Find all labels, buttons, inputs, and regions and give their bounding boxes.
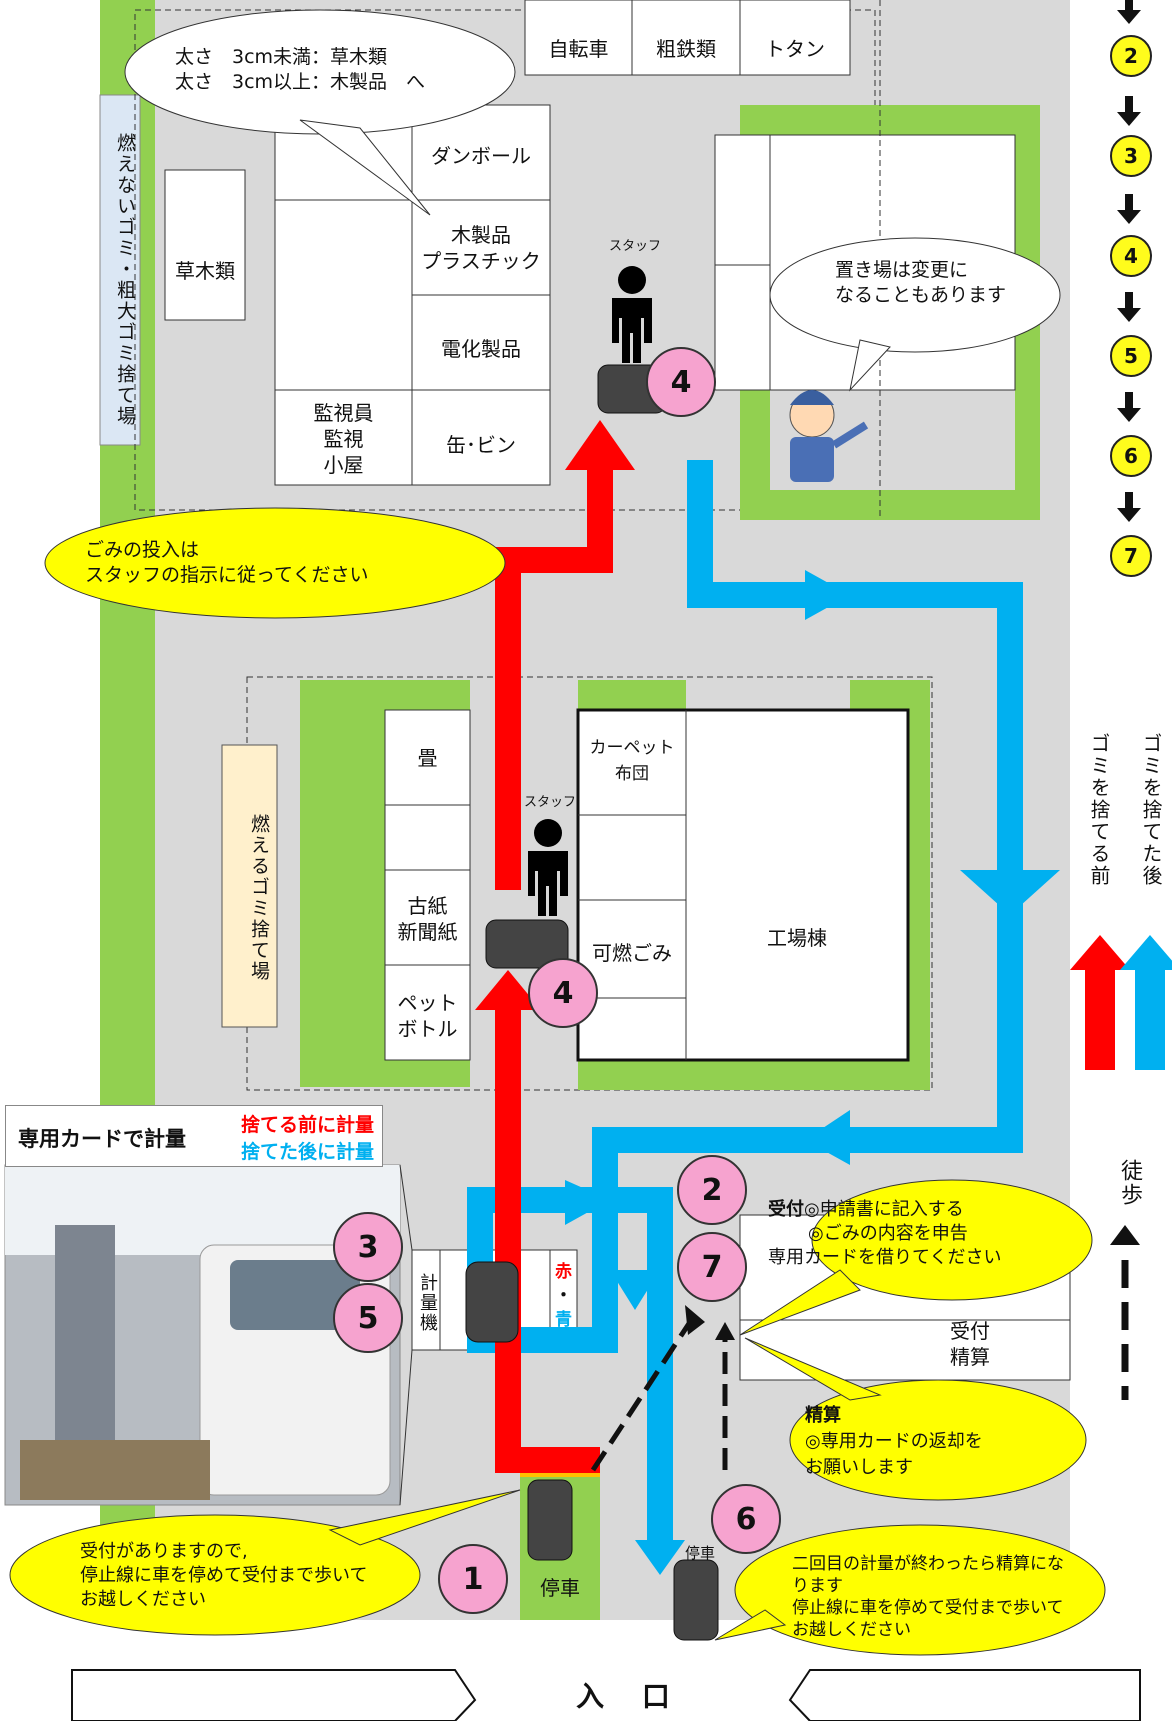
staff-icons — [528, 266, 652, 916]
step-5: 5 — [1110, 335, 1152, 377]
step-3: 3 — [1110, 135, 1152, 177]
step-2: 2 — [1110, 35, 1152, 77]
sidebar-label-nonburnable: 燃えないゴミ・粗大ゴミ捨て場 — [114, 133, 136, 427]
area-tatami: 畳 — [417, 746, 438, 770]
reception-bubble: 受付◎申請書に記入する ◎ごみの内容を申告 専用カードを借りてください — [768, 1198, 1088, 1270]
marker-6: 6 — [711, 1484, 781, 1554]
scale-panel-title: 専用カードで計量 — [18, 1127, 186, 1151]
reception-label: 受付 精算 — [950, 1319, 990, 1369]
marker-7: 7 — [677, 1232, 747, 1302]
car-icons — [465, 364, 719, 1641]
signal-red: 赤 — [555, 1262, 572, 1282]
settle-bubble-line2: お願いします — [805, 1457, 913, 1478]
marker-3: 3 — [333, 1212, 403, 1282]
step-7: 7 — [1110, 535, 1152, 577]
signal-blue: 青 — [555, 1310, 572, 1330]
bubble-thickness: 太さ 3cm未満：草木類 太さ 3cm以上：木製品 へ — [175, 46, 426, 93]
staff-label-mid: スタッフ — [523, 795, 576, 810]
bubble-second-stop: 二回目の計量が終わったら精算にな ります 停止線に車を停めて受付まで歩いて お越… — [792, 1554, 1064, 1640]
marker-2: 2 — [677, 1155, 747, 1225]
area-grass: 草木類 — [175, 259, 235, 283]
red-route — [495, 470, 613, 1473]
area-tin: トタン — [765, 37, 825, 61]
scale-panel-before: 捨てる前に計量 — [240, 1114, 374, 1136]
area-electric: 電化製品 — [441, 337, 521, 361]
reception-bubble-line1: ◎申請書に記入する — [804, 1199, 964, 1220]
step-4: 4 — [1110, 235, 1152, 277]
marker-4-top: 4 — [646, 347, 716, 417]
area-watch-house: 監視員 監視 小屋 — [313, 401, 374, 477]
area-can-bottle: 缶･ビン — [446, 433, 516, 457]
marker-1: 1 — [438, 1544, 508, 1614]
area-pet-bottle: ペット ボトル — [397, 991, 458, 1041]
marker-5: 5 — [333, 1283, 403, 1353]
scale-panel-after: 捨てた後に計量 — [240, 1141, 374, 1163]
scale-panel-header: 専用カードで計量 捨てる前に計量 捨てた後に計量 — [5, 1105, 383, 1167]
bubble-change-shape — [769, 237, 1061, 353]
area-burnable: 可燃ごみ — [592, 941, 672, 965]
area-factory: 工場棟 — [767, 926, 827, 950]
settle-bubble: 精算 ◎専用カードの返却を お願いします — [805, 1403, 1065, 1481]
area-wood-plastic: 木製品 プラスチック — [421, 223, 541, 273]
scale-machine-label: 計量機 — [417, 1272, 438, 1333]
stop-label-left: 停車 — [540, 1576, 580, 1600]
bubble-first-stop: 受付がありますので, 停止線に車を停めて受付まで歩いて お越しください — [80, 1541, 368, 1610]
area-scrap-iron: 粗鉄類 — [656, 37, 716, 61]
entrance-label: 入 口 — [576, 1680, 684, 1713]
legend-before: ゴミを捨てる前 — [1087, 733, 1111, 887]
walk-label: 徒歩 — [1117, 1159, 1142, 1207]
burnable-area-label: 燃えるゴミ捨て場 — [248, 814, 270, 982]
reception-bubble-line2: ◎ごみの内容を申告 — [808, 1223, 968, 1244]
reception-bubble-title: 受付 — [768, 1199, 804, 1220]
bubble-location-change: 置き場は変更に なることもあります — [835, 259, 1007, 306]
marker-4-mid: 4 — [528, 958, 598, 1028]
area-bicycle: 自転車 — [548, 37, 609, 61]
settle-bubble-title: 精算 — [805, 1405, 841, 1426]
legend-after: ゴミを捨てた後 — [1139, 733, 1163, 887]
bubble-staff-instruction: ごみの投入は スタッフの指示に従ってください — [85, 539, 369, 586]
step-6: 6 — [1110, 435, 1152, 477]
signal-dot: ・ — [555, 1286, 572, 1306]
area-carpet: カーペット 布団 — [589, 738, 675, 784]
blue-route — [467, 460, 1023, 1550]
area-cardboard: ダンボール — [431, 144, 531, 168]
area-old-paper: 古紙 新聞紙 — [397, 894, 458, 944]
reception-bubble-line3: 専用カードを借りてください — [768, 1247, 1002, 1268]
settle-bubble-line1: ◎専用カードの返却を — [805, 1431, 983, 1452]
worker-illustration — [789, 390, 869, 482]
staff-label-top: スタッフ — [608, 239, 661, 254]
signal-label: 赤 ・ 青 — [550, 1260, 577, 1332]
stop-label-right: 停車 — [684, 1544, 715, 1562]
